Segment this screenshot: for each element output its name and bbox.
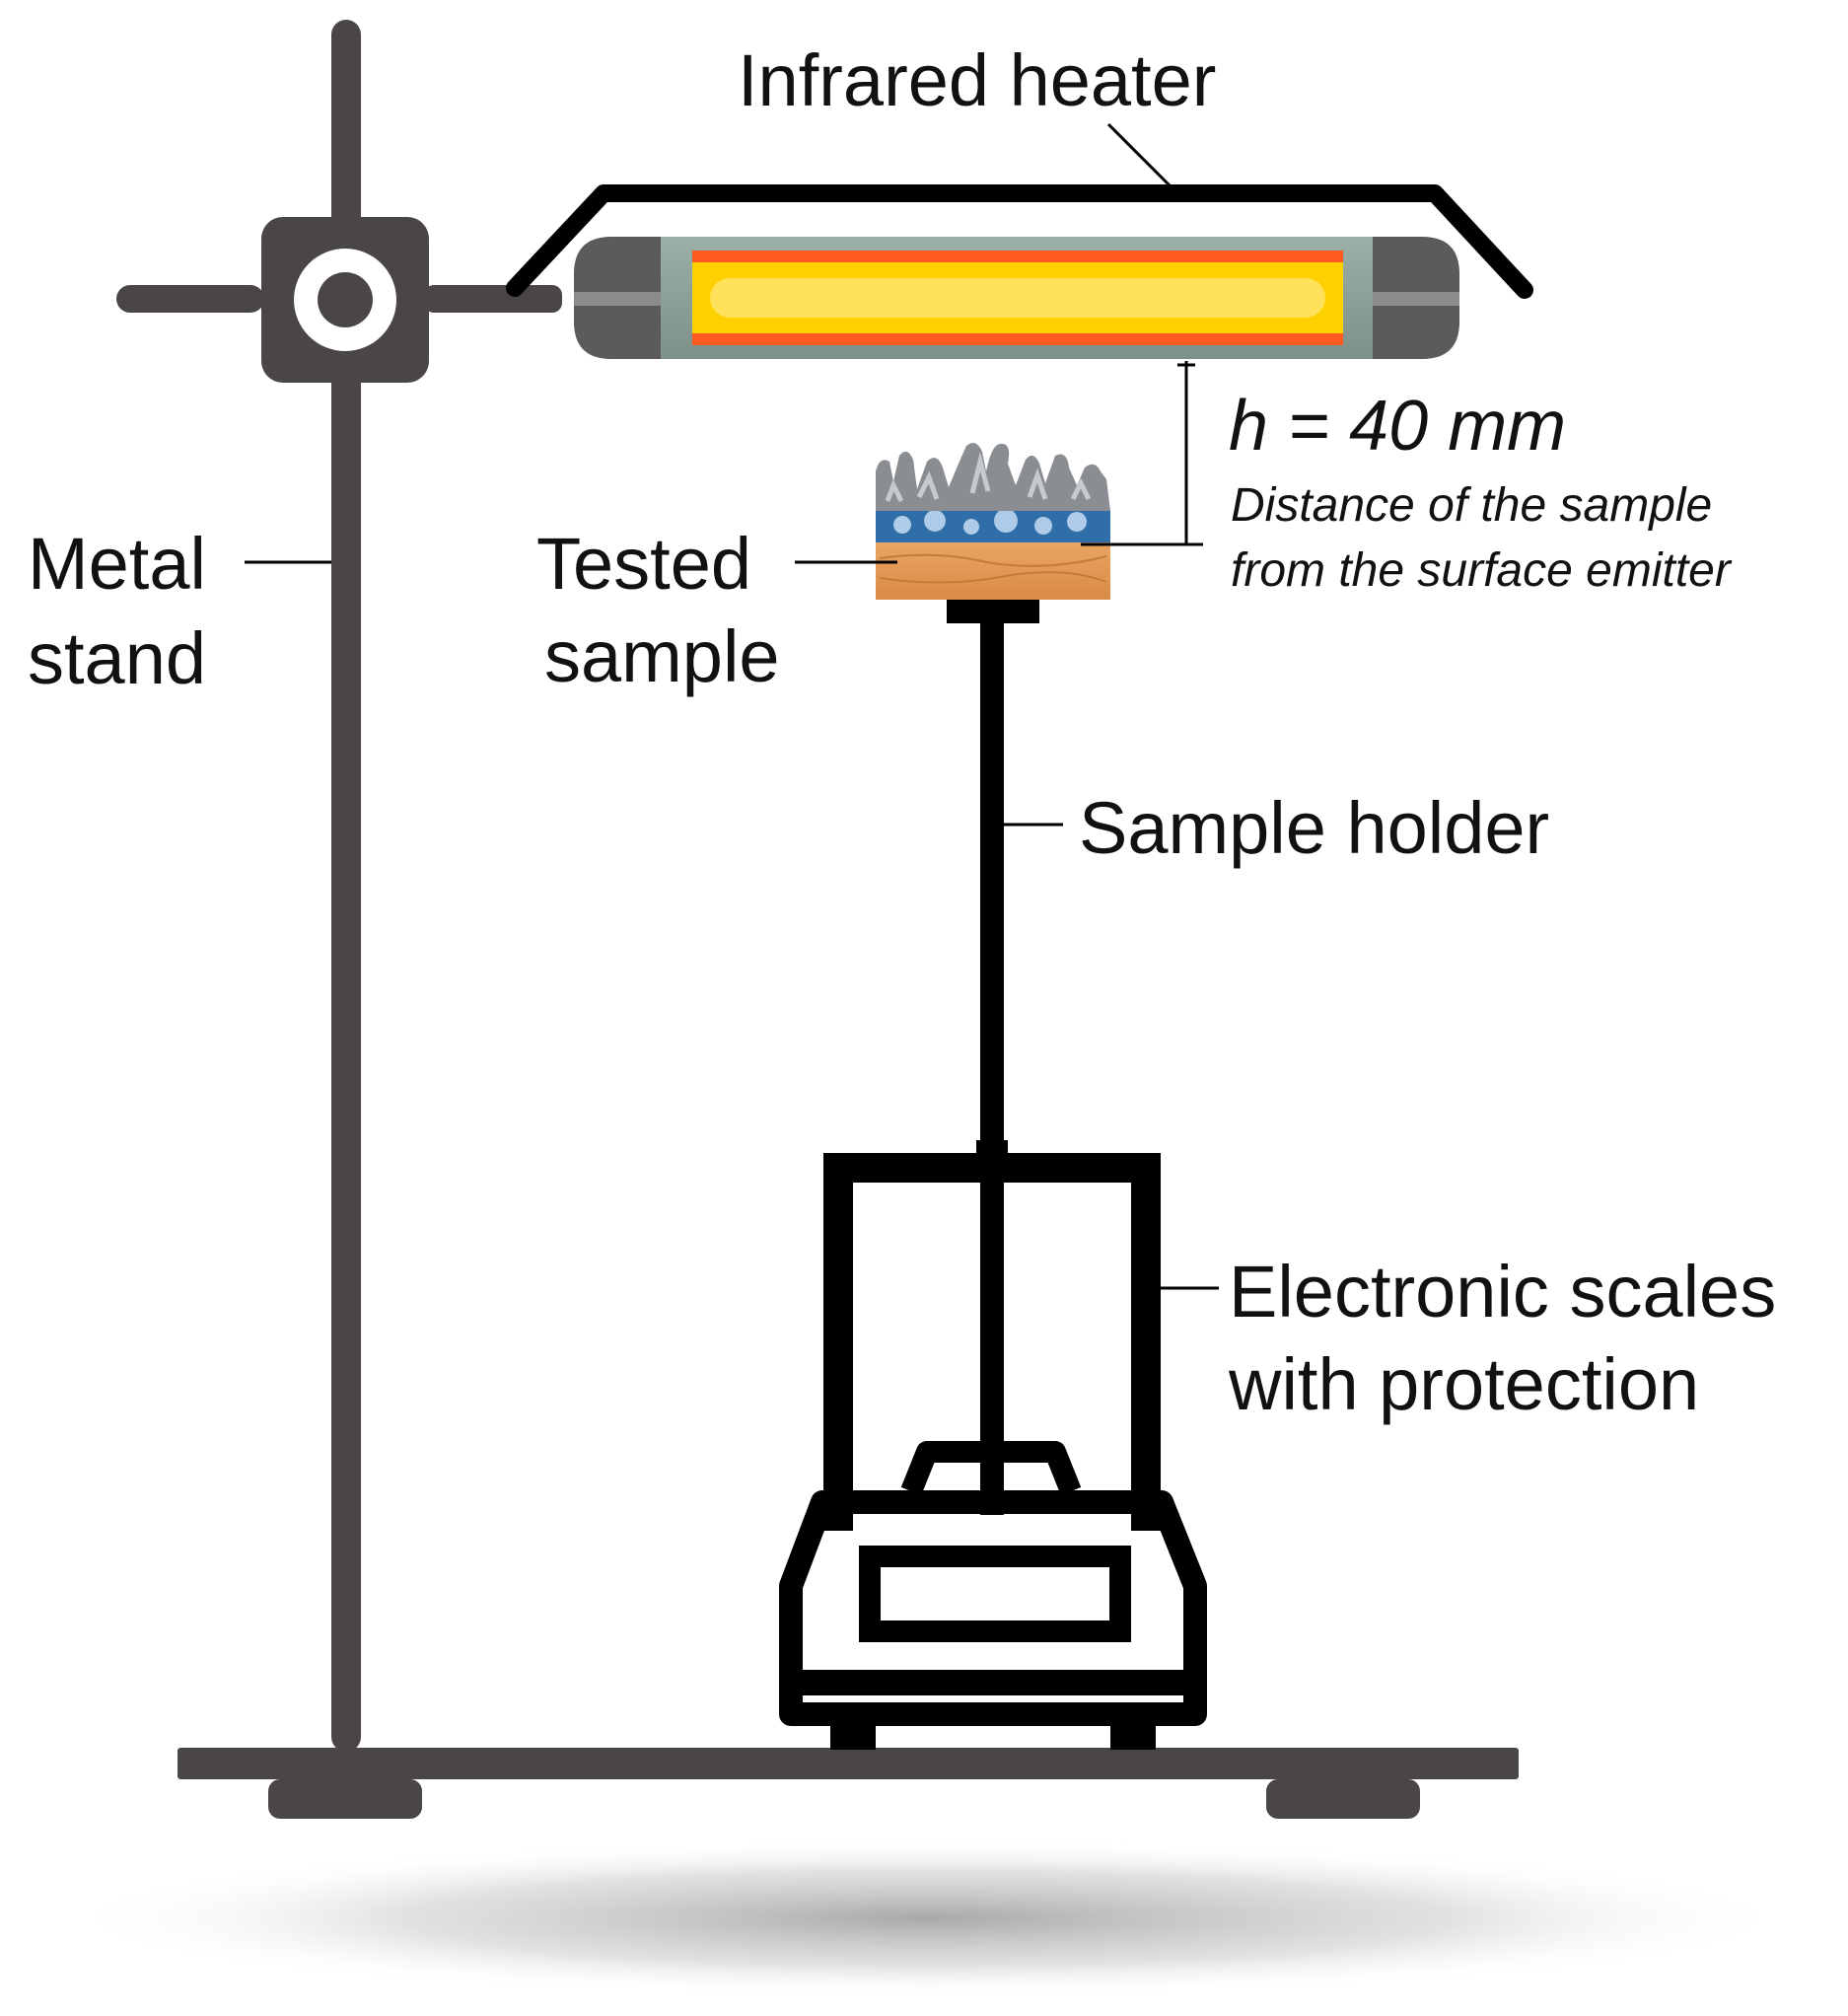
- metal-stand-label-line1: Metal: [28, 523, 206, 605]
- heater-reflector-hood: [506, 184, 1533, 299]
- sample-holder-label: Sample holder: [1079, 787, 1550, 869]
- scale-display-frame: [859, 1546, 1131, 1642]
- infrared-heater-label: Infrared heater: [738, 39, 1217, 121]
- frame-joint: [976, 1140, 1008, 1172]
- tested-sample: [876, 443, 1110, 600]
- metal-stand: [116, 20, 1519, 1819]
- stand-base-plate: [178, 1748, 1519, 1779]
- sample-holder: [947, 600, 1039, 1515]
- scale-pan-top: [900, 1441, 1082, 1496]
- foam-bubbles: [893, 509, 1087, 535]
- stand-clamp-arm-right: [424, 285, 562, 313]
- holder-top-plate: [947, 600, 1039, 623]
- leader-infrared-heater: [1106, 122, 1177, 193]
- char-highlight: [885, 452, 1092, 503]
- sample-char-layer: [876, 443, 1110, 511]
- stand-foot-left: [268, 1779, 422, 1819]
- wood-grain-1: [879, 553, 1107, 567]
- heater-end-cap-right-band: [1373, 292, 1459, 306]
- scales-label-line2: with protection: [1229, 1343, 1700, 1425]
- heater-end-cap-left-band: [574, 292, 661, 306]
- scale-body: [779, 1490, 1207, 1726]
- scales-label-line1: Electronic scales: [1229, 1251, 1777, 1332]
- holder-rod: [980, 621, 1004, 1515]
- clamp-knob-center: [318, 272, 373, 327]
- scale-foot-right: [1110, 1714, 1156, 1750]
- distance-value-label: h = 40 mm: [1229, 387, 1567, 466]
- heater-filament-highlight: [710, 278, 1325, 318]
- wood-grain-2: [879, 571, 1107, 584]
- distance-note-line2: from the surface emitter: [1231, 544, 1731, 597]
- scale-display: [892, 1580, 1098, 1606]
- leader-lines: [245, 122, 1219, 1290]
- distance-note-line1: Distance of the sample: [1231, 479, 1713, 532]
- stand-clamp-arm-left: [116, 285, 264, 313]
- floor-shadow: [59, 1839, 1795, 1997]
- tested-sample-label-line1: Tested: [536, 523, 752, 605]
- tested-sample-label-line2: sample: [544, 615, 780, 697]
- sample-wood-substrate: [876, 540, 1110, 600]
- metal-stand-label-line2: stand: [28, 617, 207, 699]
- scale-foot-left: [830, 1714, 876, 1750]
- electronic-scales: [779, 1140, 1207, 1750]
- stand-foot-right: [1266, 1779, 1420, 1819]
- infrared-heater: [506, 184, 1533, 359]
- stand-vertical-rod: [331, 20, 361, 1752]
